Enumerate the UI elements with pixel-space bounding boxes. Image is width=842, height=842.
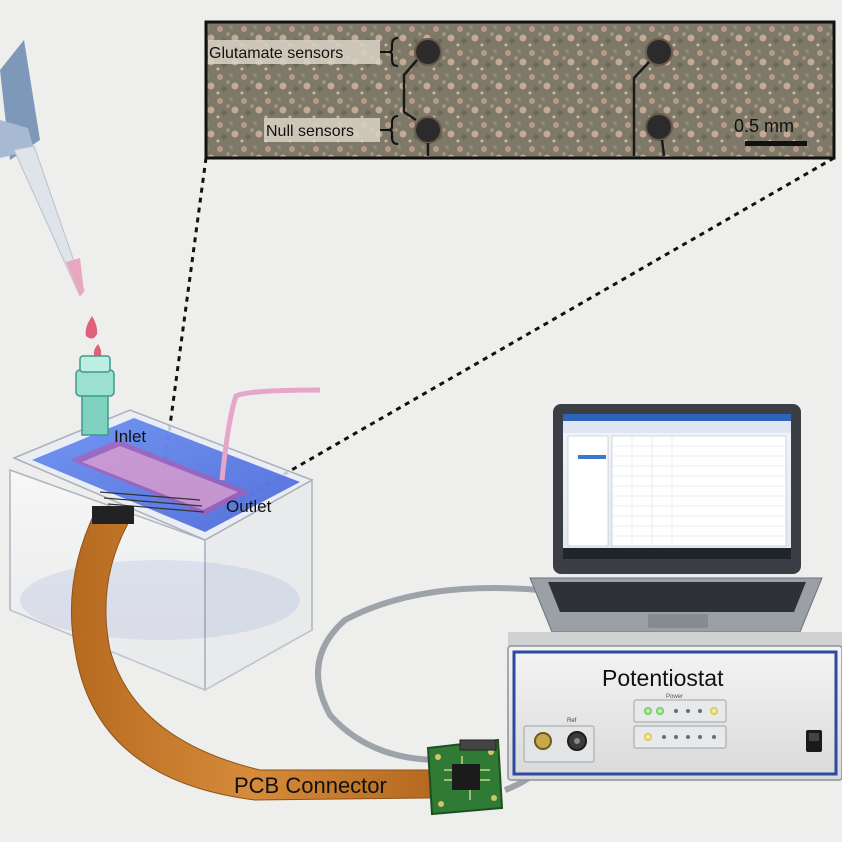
null-sensor-right: [645, 113, 673, 141]
ref-port-label: Ref: [567, 718, 577, 724]
scale-bar-label: 0.5 mm: [734, 116, 794, 136]
glutamate-sensor-left: [414, 38, 442, 66]
gray-cable: [315, 585, 541, 763]
inlet-connector: [75, 355, 115, 436]
touchpad: [648, 614, 708, 628]
flex-connector: [92, 506, 134, 524]
droplet-icon: [85, 316, 98, 339]
keyboard: [548, 582, 806, 612]
null-sensor-left: [414, 116, 442, 144]
file-tree-pane: [567, 435, 609, 547]
led-green-2: [656, 707, 664, 715]
laptop: [529, 404, 823, 633]
potentiostat: Potentiostat Power Ref: [507, 632, 842, 781]
glutamate-sensors-label: Glutamate sensors: [209, 45, 343, 62]
trace-glutamate-right: [632, 61, 650, 156]
outlet-tube: [219, 387, 321, 481]
microscope-inset: Glutamate sensors Null sensors 0.5 mm: [204, 20, 836, 160]
potentiostat-panel: [512, 650, 838, 776]
pipette-tip: [13, 145, 85, 298]
zoom-line-right: [221, 156, 835, 512]
bnc-port-1: [534, 732, 552, 750]
null-sensors-label: Null sensors: [266, 123, 354, 140]
data-grid-pane: [611, 435, 787, 547]
pcb-board: [426, 738, 504, 816]
inlet-label: Inlet: [114, 427, 146, 446]
trace-null-right: [660, 139, 666, 157]
potentiostat-title: Potentiostat: [602, 665, 724, 691]
taskbar: [563, 548, 791, 559]
electrode-traces: [99, 491, 205, 513]
pipette: [0, 40, 102, 357]
led-yellow-1: [710, 707, 718, 715]
trace-glutamate-left: [402, 59, 418, 122]
indicator-panel-label: Power: [666, 694, 683, 700]
led-green-1: [644, 707, 652, 715]
led-yellow-2: [644, 733, 652, 741]
flex-cable: [70, 509, 431, 801]
droplet-small-icon: [93, 344, 102, 357]
zoom-line-left: [158, 157, 208, 501]
microfluidic-chip: Inlet Outlet: [9, 355, 321, 692]
indicator-panel-bottom: [633, 725, 727, 749]
scale-bar: [745, 141, 807, 146]
outlet-label: Outlet: [226, 497, 272, 516]
indicator-panel-top: [633, 699, 727, 723]
pcb-connector-label: PCB Connector: [234, 773, 387, 798]
glutamate-sensor-right: [645, 38, 673, 66]
pcb-chip: [452, 764, 480, 790]
